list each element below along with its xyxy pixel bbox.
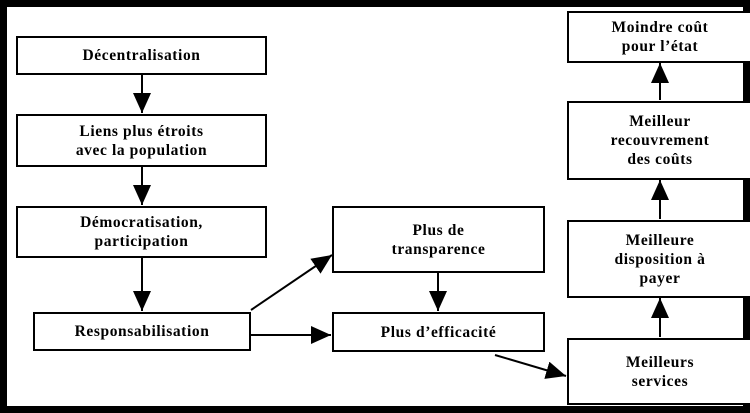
node-disposition-label: Meilleure disposition à payer [614,231,706,287]
node-disposition: Meilleure disposition à payer [567,220,750,298]
node-efficacite: Plus d’efficacité [332,312,545,352]
node-transparence: Plus de transparence [332,206,545,273]
node-services-label: Meilleurs services [625,353,695,390]
node-responsabilisation: Responsabilisation [33,312,251,351]
arrow-responsabilisation-to-transparence [250,254,333,311]
node-cout-label: Moindre coût pour l’état [611,19,709,55]
node-democratisation-label: Démocratisation, participation [80,214,203,250]
node-decentralisation: Décentralisation [16,36,267,75]
node-liens-label: Liens plus étroits avec la population [75,122,208,159]
node-cout: Moindre coût pour l’état [567,11,750,63]
node-liens: Liens plus étroits avec la population [16,114,267,167]
arrow-efficacite-to-services [494,354,567,379]
node-efficacite-label: Plus d’efficacité [380,323,497,341]
node-recouvrement-label: Meilleur recouvrement des coûts [610,113,710,168]
node-democratisation: Démocratisation, participation [16,206,267,258]
node-transparence-label: Plus de transparence [391,221,486,258]
node-services: Meilleurs services [567,338,750,405]
node-responsabilisation-label: Responsabilisation [74,323,210,340]
node-decentralisation-label: Décentralisation [82,47,201,64]
node-recouvrement: Meilleur recouvrement des coûts [567,101,750,180]
